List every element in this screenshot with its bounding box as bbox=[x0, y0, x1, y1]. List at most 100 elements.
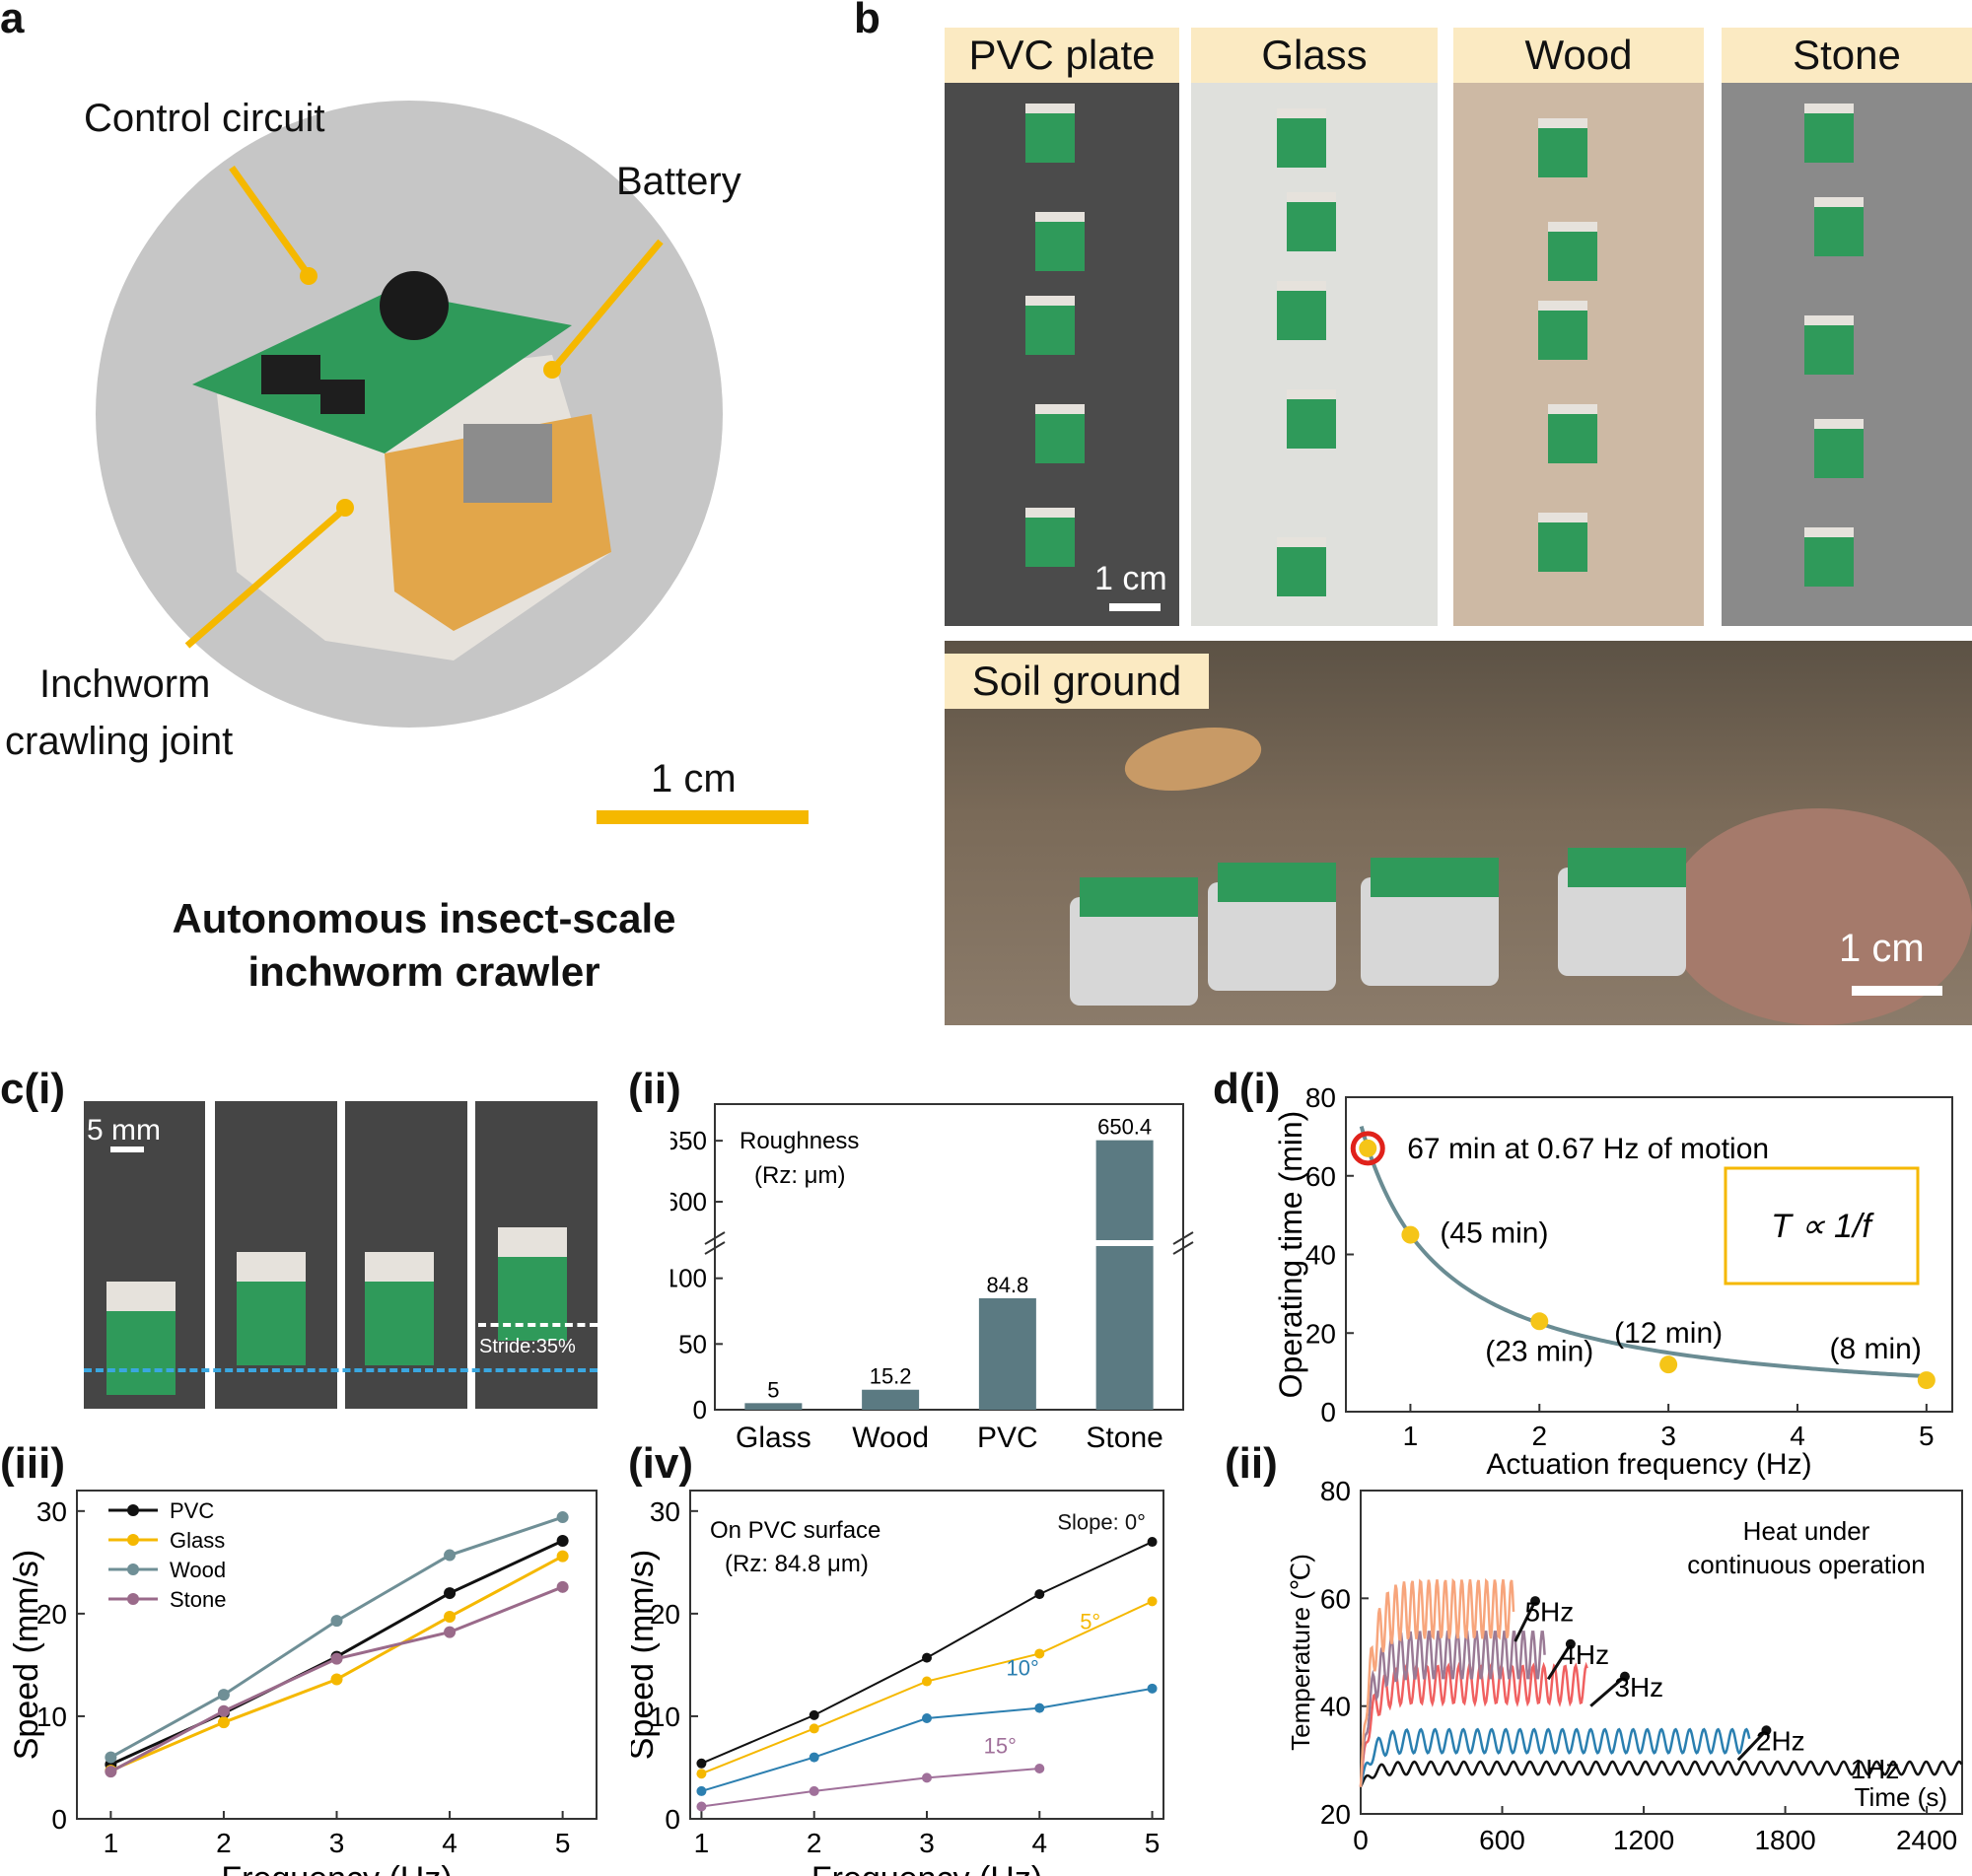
panel-a-scale-label: 1 cm bbox=[651, 757, 737, 800]
label-stone: Stone bbox=[1722, 28, 1972, 83]
optime-point-label: (23 min) bbox=[1485, 1335, 1593, 1367]
chart-surfaces-ytick: 10 bbox=[36, 1702, 67, 1732]
tile-robot-3-1 bbox=[1538, 118, 1587, 177]
roughness-bar-pvc bbox=[978, 1297, 1036, 1410]
panel-a-caption-line1: Autonomous insect-scale bbox=[172, 895, 676, 941]
callout-joint-line2: crawling joint bbox=[5, 720, 234, 763]
roughness-bar-glass bbox=[744, 1403, 803, 1410]
roughness-subtitle: (Rz: μm) bbox=[754, 1162, 845, 1189]
chart-surfaces-ytick: 30 bbox=[36, 1496, 67, 1527]
slope-series-label: 15° bbox=[984, 1733, 1017, 1758]
temp-xtick: 1200 bbox=[1613, 1825, 1674, 1855]
chart-surfaces-xtick: 4 bbox=[442, 1828, 458, 1858]
tile-robot-3-5 bbox=[1538, 513, 1587, 572]
optime-point-label: (8 min) bbox=[1829, 1333, 1921, 1365]
temp-xtick: 600 bbox=[1479, 1825, 1525, 1855]
chart-surfaces-point bbox=[330, 1615, 343, 1628]
chart-slopes-point bbox=[922, 1713, 932, 1724]
chart-surfaces-point bbox=[556, 1534, 569, 1547]
optime-ytick: 40 bbox=[1305, 1240, 1336, 1271]
robot-chip bbox=[261, 355, 320, 394]
tile-robot-1-2 bbox=[1035, 212, 1085, 271]
stride-robot-4 bbox=[498, 1227, 567, 1341]
chart-slopes-xtick: 5 bbox=[1145, 1828, 1161, 1858]
chart-slopes-point bbox=[696, 1769, 707, 1779]
speed-vs-frequency-slopes-chart: 123450102030Frequency (Hz)Speed (mm/s)On… bbox=[631, 1490, 1164, 1876]
chart-slopes-xtick: 3 bbox=[919, 1828, 935, 1858]
roughness-data-label: 5 bbox=[767, 1377, 779, 1402]
stride-robot-1 bbox=[106, 1282, 176, 1395]
roughness-data-label: 650.4 bbox=[1097, 1115, 1152, 1140]
roughness-ytick: 650 bbox=[670, 1126, 707, 1155]
chart-surfaces-xtick: 3 bbox=[329, 1828, 345, 1858]
panel-civ-label: (iv) bbox=[628, 1439, 693, 1488]
roughness-bar-chart: 0501006006505Glass15.2Wood84.8PVC650.4St… bbox=[670, 1103, 1194, 1454]
chart-surfaces-xtick: 5 bbox=[555, 1828, 571, 1858]
legend-marker bbox=[127, 1563, 139, 1575]
tile-robot-1-5 bbox=[1025, 508, 1075, 567]
optime-xtick: 1 bbox=[1403, 1421, 1419, 1451]
optime-formula-box bbox=[1724, 1166, 1920, 1285]
legend-marker bbox=[127, 1534, 139, 1546]
tile-robot-2-1 bbox=[1277, 108, 1326, 168]
panel-a-illustration bbox=[96, 101, 723, 728]
optime-ytick: 20 bbox=[1305, 1318, 1336, 1349]
roughness-ytick: 100 bbox=[670, 1264, 707, 1293]
roughness-category-label: PVC bbox=[977, 1422, 1038, 1454]
legend-marker bbox=[127, 1504, 139, 1516]
optime-highlight-ring bbox=[1350, 1131, 1385, 1166]
soil-scale-label: 1 cm bbox=[1839, 927, 1925, 970]
panel-b-scale-bar bbox=[1109, 603, 1161, 611]
chart-slopes-point bbox=[809, 1709, 819, 1720]
chart-slopes-point bbox=[809, 1723, 819, 1734]
chart-surfaces-xlabel: Frequency (Hz) bbox=[221, 1860, 452, 1876]
soil-pcb-3 bbox=[1371, 858, 1499, 897]
robot-battery-body bbox=[385, 414, 611, 631]
ci-scale-label: 5 mm bbox=[87, 1114, 161, 1146]
tile-robot-4-3 bbox=[1804, 315, 1854, 375]
panel-b-label: b bbox=[854, 0, 880, 42]
chart-slopes-point bbox=[809, 1752, 819, 1763]
optime-xtick: 5 bbox=[1919, 1421, 1935, 1451]
optime-point bbox=[1530, 1312, 1549, 1331]
chart-slopes-ytick: 10 bbox=[650, 1702, 680, 1732]
panel-ci-label: c(i) bbox=[0, 1065, 65, 1113]
axis-break-left bbox=[704, 1231, 726, 1245]
optime-ytick: 0 bbox=[1320, 1397, 1336, 1427]
slope-series-label: 10° bbox=[1007, 1655, 1039, 1680]
chart-surfaces-xtick: 2 bbox=[216, 1828, 232, 1858]
roughness-ytick: 50 bbox=[678, 1329, 707, 1358]
temp-series-label: 4Hz bbox=[1560, 1639, 1609, 1670]
chart-surfaces-ytick: 0 bbox=[51, 1804, 67, 1835]
tile-robot-2-4 bbox=[1287, 389, 1336, 449]
chart-surfaces-point bbox=[217, 1689, 230, 1702]
legend-label: Wood bbox=[170, 1558, 226, 1582]
optime-point-label: (45 min) bbox=[1440, 1217, 1548, 1250]
soil-scale-bar bbox=[1852, 986, 1942, 996]
temp-arrow bbox=[1589, 1675, 1626, 1707]
tile-robot-3-3 bbox=[1538, 301, 1587, 360]
legend-label: Stone bbox=[170, 1587, 227, 1612]
roughness-data-label: 15.2 bbox=[870, 1364, 912, 1389]
tile-robot-1-4 bbox=[1035, 404, 1085, 463]
slopes-subtitle: (Rz: 84.8 μm) bbox=[725, 1551, 869, 1577]
slope-series-label: 5° bbox=[1080, 1609, 1100, 1633]
optime-point-label: (12 min) bbox=[1614, 1317, 1723, 1350]
chart-surfaces-point bbox=[444, 1626, 457, 1638]
roughness-title: Roughness bbox=[740, 1128, 859, 1154]
optime-xtick: 4 bbox=[1790, 1421, 1805, 1451]
optime-xtick: 2 bbox=[1531, 1421, 1547, 1451]
temp-ytick: 20 bbox=[1320, 1799, 1351, 1830]
roughness-ytick: 0 bbox=[693, 1395, 707, 1424]
tile-robot-1-1 bbox=[1025, 104, 1075, 163]
tile-robot-3-2 bbox=[1548, 222, 1597, 281]
chart-slopes-point bbox=[1034, 1764, 1045, 1774]
chart-surfaces-point bbox=[330, 1673, 343, 1686]
soil-pcb-1 bbox=[1080, 877, 1198, 917]
optime-ylabel: Operating time (min) bbox=[1273, 1111, 1308, 1399]
chart-slopes-point bbox=[922, 1772, 932, 1783]
tile-robot-2-2 bbox=[1287, 192, 1336, 251]
optime-xtick: 3 bbox=[1660, 1421, 1676, 1451]
